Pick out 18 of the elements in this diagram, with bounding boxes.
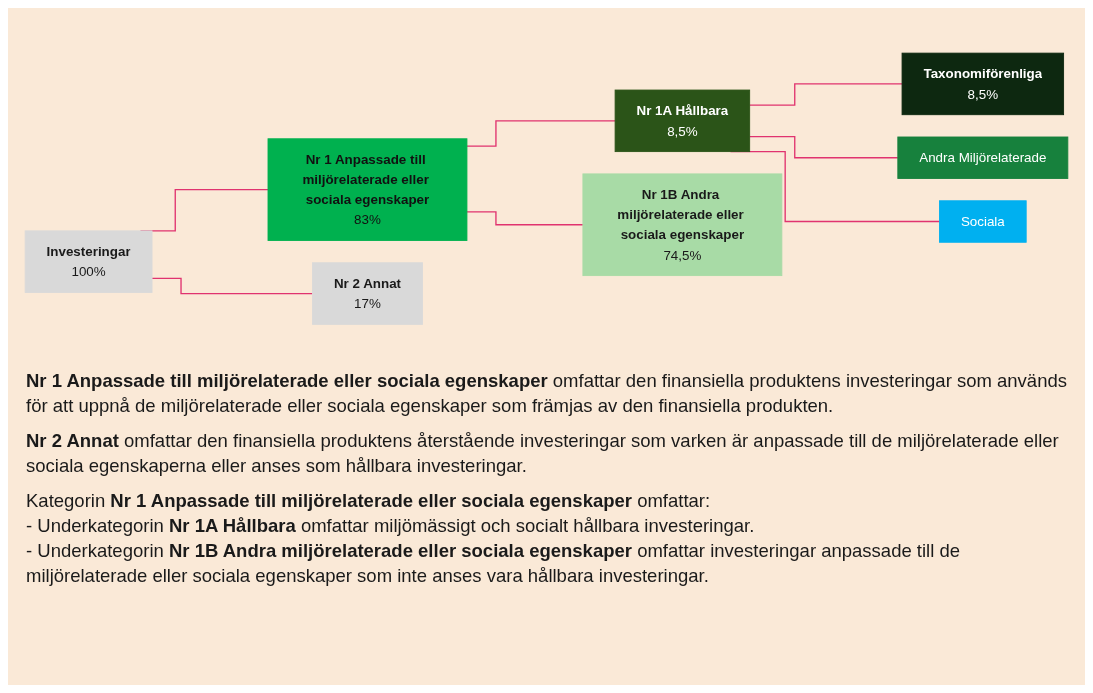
node-box: Nr 1B Andra miljörelaterade eller sociala egenskaper 74,5% [582, 173, 783, 277]
node-box: Investeringar 100% [24, 230, 153, 294]
note-text: - Underkategorin Nr 1A Hållbara omfattar miljömässigt och socialt hållbara investeringar. [26, 514, 756, 538]
note-text: Kategorin Nr 1 Anpassade till miljörelaterade eller sociala egenskaper omfattar: [26, 489, 712, 513]
node-box: Sociala [939, 200, 1027, 243]
connector [151, 277, 314, 295]
connector [749, 83, 903, 106]
connector [749, 136, 899, 159]
note-text: Nr 1 Anpassade till miljörelaterade eller sociala egenskaper omfattar den finansiella produktens investeringar som används för att uppnå de miljörelaterade eller sociala egenskaper som främjas av den finansiella produkten. [26, 369, 1068, 418]
note-text: Nr 2 Annat omfattar den finansiella produktens återstående investeringar som varken är anpassade till de miljörelaterade eller sociala egenskaperna eller anses som hållbara investeringar. [26, 429, 1060, 478]
node-box: Andra Miljörelaterade [897, 136, 1069, 180]
node-box: Nr 1A Hållbara 8,5% [614, 89, 751, 153]
node-box: Nr 1 Anpassade till miljörelaterade eller sociala egenskaper 83% [267, 138, 468, 242]
node-box: Nr 2 Annat 17% [312, 262, 423, 326]
note-text: - Underkategorin Nr 1B Andra miljörelaterade eller sociala egenskaper omfattar investeringar anpassade till de miljörelaterade eller sociala egenskaper som inte anses vara hållbara investeringar. [26, 539, 962, 588]
connector [466, 120, 616, 148]
node-box: Taxonomiförenliga 8,5% [901, 52, 1065, 116]
connector [466, 211, 584, 226]
